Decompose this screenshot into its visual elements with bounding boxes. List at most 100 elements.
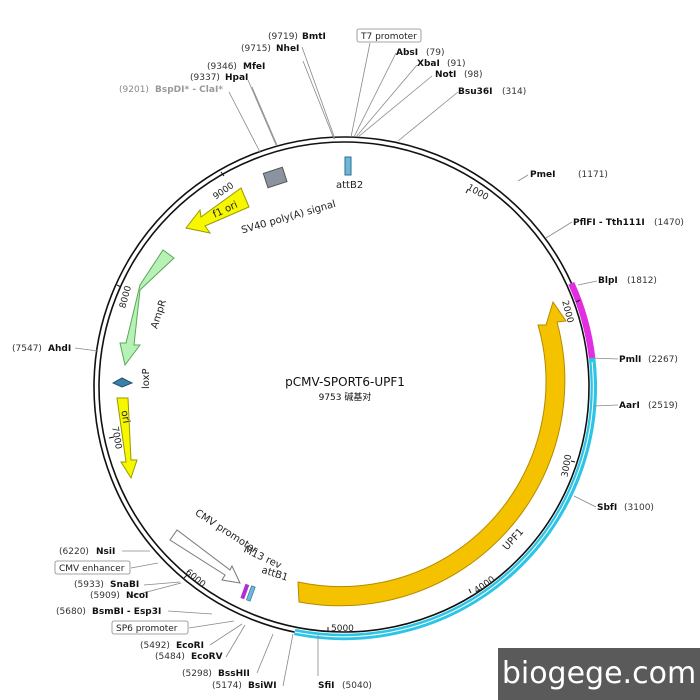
site-noti: NotI (98)	[435, 70, 482, 80]
site-pflfi-tth111i: PflFI - Tth111I (1470)	[573, 218, 684, 228]
site-bspdi-clai: (9201) BspDI* - ClaI*	[119, 85, 223, 95]
svg-text:(9337): (9337)	[190, 73, 220, 83]
attb2-feature	[344, 156, 352, 176]
tick-6000: 6000	[183, 568, 207, 591]
site-hpai: (9337) HpaI	[190, 73, 248, 83]
svg-text:NheI: NheI	[276, 44, 299, 54]
svg-text:EcoRI: EcoRI	[176, 641, 204, 651]
svg-text:(9719): (9719)	[268, 32, 298, 42]
site-bsiwi: (5174) BsiWI	[212, 681, 277, 691]
site-sbfi: SbfI (3100)	[597, 503, 654, 513]
tick-5000: 5000	[331, 624, 354, 634]
site-absi: AbsI (79)	[396, 48, 444, 58]
svg-text:EcoRV: EcoRV	[191, 652, 223, 662]
svg-text:(5680): (5680)	[56, 607, 86, 617]
m13-rev-feature	[240, 583, 250, 600]
svg-text:(91): (91)	[447, 59, 465, 69]
site-ecorv: (5484) EcoRV	[155, 652, 223, 662]
svg-text:NotI: NotI	[435, 70, 456, 80]
site-bsmbi-esp3i: (5680) BsmBI - Esp3I	[56, 607, 161, 617]
f1-ori-feature	[185, 187, 250, 234]
svg-text:(9715): (9715)	[241, 44, 271, 54]
leader-lines	[74, 42, 619, 687]
site-ncoi: (5909) NcoI	[90, 591, 148, 601]
svg-text:(9201): (9201)	[119, 85, 149, 95]
ori-label: ori	[118, 410, 131, 425]
svg-text:(5298): (5298)	[182, 669, 212, 679]
svg-text:AarI: AarI	[619, 401, 640, 411]
site-pmei: PmeI (1171)	[530, 170, 608, 180]
svg-text:PmeI: PmeI	[530, 170, 555, 180]
svg-text:AhdI: AhdI	[48, 344, 71, 354]
site-aari: AarI (2519)	[619, 401, 678, 411]
svg-text:(98): (98)	[464, 70, 482, 80]
sv40-label: SV40 poly(A) signal	[240, 199, 337, 236]
svg-text:HpaI: HpaI	[225, 73, 248, 83]
ampr-label: AmpR	[149, 298, 169, 330]
site-mfei: (9346) MfeI	[207, 62, 265, 72]
site-bsshii: (5298) BssHII	[182, 669, 250, 679]
svg-text:(314): (314)	[502, 87, 526, 97]
svg-text:BlpI: BlpI	[598, 276, 618, 286]
attb2-label: attB2	[336, 180, 363, 191]
site-nhei: (9715) NheI	[241, 44, 299, 54]
svg-text:(1171): (1171)	[578, 170, 608, 180]
svg-text:Bsu36I: Bsu36I	[458, 87, 493, 97]
svg-text:T7 promoter: T7 promoter	[360, 32, 417, 42]
sp6-promoter-box: SP6 promoter	[111, 620, 189, 635]
tick-1000: 1000	[465, 183, 490, 203]
attb1-label: attB1	[260, 565, 289, 584]
svg-text:BsmBI - Esp3I: BsmBI - Esp3I	[92, 607, 161, 617]
svg-text:SP6 promoter: SP6 promoter	[116, 624, 178, 634]
svg-text:SfiI: SfiI	[318, 681, 335, 691]
svg-text:MfeI: MfeI	[243, 62, 265, 72]
site-sfii: SfiI (5040)	[318, 681, 372, 691]
svg-text:(5484): (5484)	[155, 652, 185, 662]
tick-8000: 8000	[118, 285, 134, 310]
svg-text:AbsI: AbsI	[396, 48, 418, 58]
site-xbai: XbaI (91)	[417, 59, 465, 69]
plasmid-size: 9753 碱基对	[319, 391, 372, 403]
svg-text:(9346): (9346)	[207, 62, 237, 72]
insert-magenta-arc	[568, 282, 596, 359]
site-snabi: (5933) SnaBI	[74, 580, 139, 590]
tick-7000: 7000	[109, 426, 123, 451]
svg-text:PflFI - Tth111I: PflFI - Tth111I	[573, 218, 645, 228]
svg-text:SbfI: SbfI	[597, 503, 617, 513]
svg-text:(5933): (5933)	[74, 580, 104, 590]
svg-text:(3100): (3100)	[624, 503, 654, 513]
svg-text:(5492): (5492)	[140, 641, 170, 651]
site-pmli: PmlI (2267)	[619, 355, 678, 365]
svg-text:XbaI: XbaI	[417, 59, 440, 69]
svg-text:CMV enhancer: CMV enhancer	[59, 564, 125, 574]
site-ecori: (5492) EcoRI	[140, 641, 204, 651]
loxp-label: loxP	[141, 368, 152, 389]
svg-text:(5174): (5174)	[212, 681, 242, 691]
loxp-feature	[111, 377, 134, 388]
plasmid-name: pCMV-SPORT6-UPF1	[285, 375, 405, 389]
ori-feature	[116, 397, 138, 480]
attb1-feature	[245, 585, 256, 602]
svg-text:NsiI: NsiI	[96, 547, 115, 557]
cmv-promoter-feature	[169, 529, 241, 584]
svg-text:(1812): (1812)	[627, 276, 657, 286]
svg-text:BssHII: BssHII	[218, 669, 250, 679]
site-nsii: (6220) NsiI	[59, 547, 115, 557]
svg-text:(5909): (5909)	[90, 591, 120, 601]
svg-text:(7547): (7547)	[12, 344, 42, 354]
cmv-enhancer-box: CMV enhancer	[54, 560, 131, 575]
svg-text:BspDI* - ClaI*: BspDI* - ClaI*	[155, 85, 223, 95]
ampr-feature	[119, 249, 175, 367]
svg-text:(2519): (2519)	[648, 401, 678, 411]
tick-3000: 3000	[560, 454, 574, 479]
svg-text:BsiWI: BsiWI	[248, 681, 277, 691]
site-bmti: (9719) BmtI	[268, 32, 326, 42]
svg-text:BmtI: BmtI	[302, 32, 326, 42]
t7-promoter-box: T7 promoter	[356, 28, 422, 43]
site-ahdi: (7547) AhdI	[12, 344, 71, 354]
svg-text:PmlI: PmlI	[619, 355, 641, 365]
svg-text:(6220): (6220)	[59, 547, 89, 557]
insert-inner-lines	[294, 361, 594, 638]
svg-text:(5040): (5040)	[342, 681, 372, 691]
